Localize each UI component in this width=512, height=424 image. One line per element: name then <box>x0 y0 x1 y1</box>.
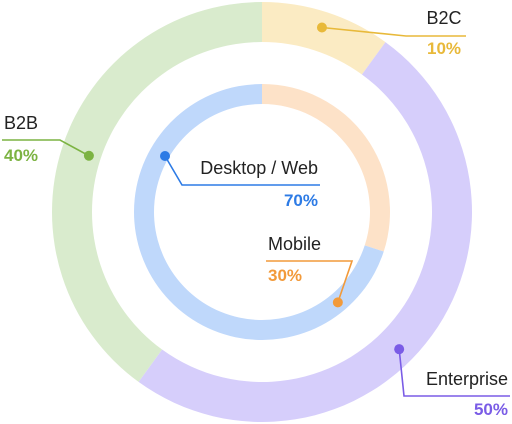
slice-label-b2c: B2C <box>426 8 461 28</box>
slice-b2c[interactable] <box>262 2 386 75</box>
callout-line-enterprise <box>398 349 510 397</box>
slice-mobile[interactable] <box>262 84 390 252</box>
callout-dot-desktop-web <box>160 151 171 161</box>
slice-value-enterprise: 50% <box>474 400 508 419</box>
callout-dot-enterprise <box>394 344 405 355</box>
slice-label-desktop-web: Desktop / Web <box>200 158 318 178</box>
callout-dot-b2b <box>83 150 94 161</box>
slice-enterprise[interactable] <box>138 42 473 423</box>
slice-value-b2b: 40% <box>4 146 38 165</box>
slice-value-desktop-web: 70% <box>284 191 318 210</box>
callouts-layer: B2C 10% Enterprise 50% B2B 40% Mobile 30% Deskto… <box>2 8 510 419</box>
callout-line-b2b <box>2 139 90 157</box>
slice-label-enterprise: Enterprise <box>426 369 508 389</box>
slice-label-mobile: Mobile <box>268 234 321 254</box>
callout-line-mobile <box>266 260 354 303</box>
slice-value-b2c: 10% <box>427 39 461 58</box>
slices-layer <box>52 2 473 423</box>
callout-dot-mobile <box>332 297 343 308</box>
callout-line-b2c <box>321 26 466 37</box>
callout-dot-b2c <box>316 22 327 33</box>
slice-value-mobile: 30% <box>268 266 302 285</box>
callout-line-desktop-web <box>164 155 320 186</box>
slice-b2b[interactable] <box>52 2 262 382</box>
slice-label-b2b: B2B <box>4 113 38 133</box>
